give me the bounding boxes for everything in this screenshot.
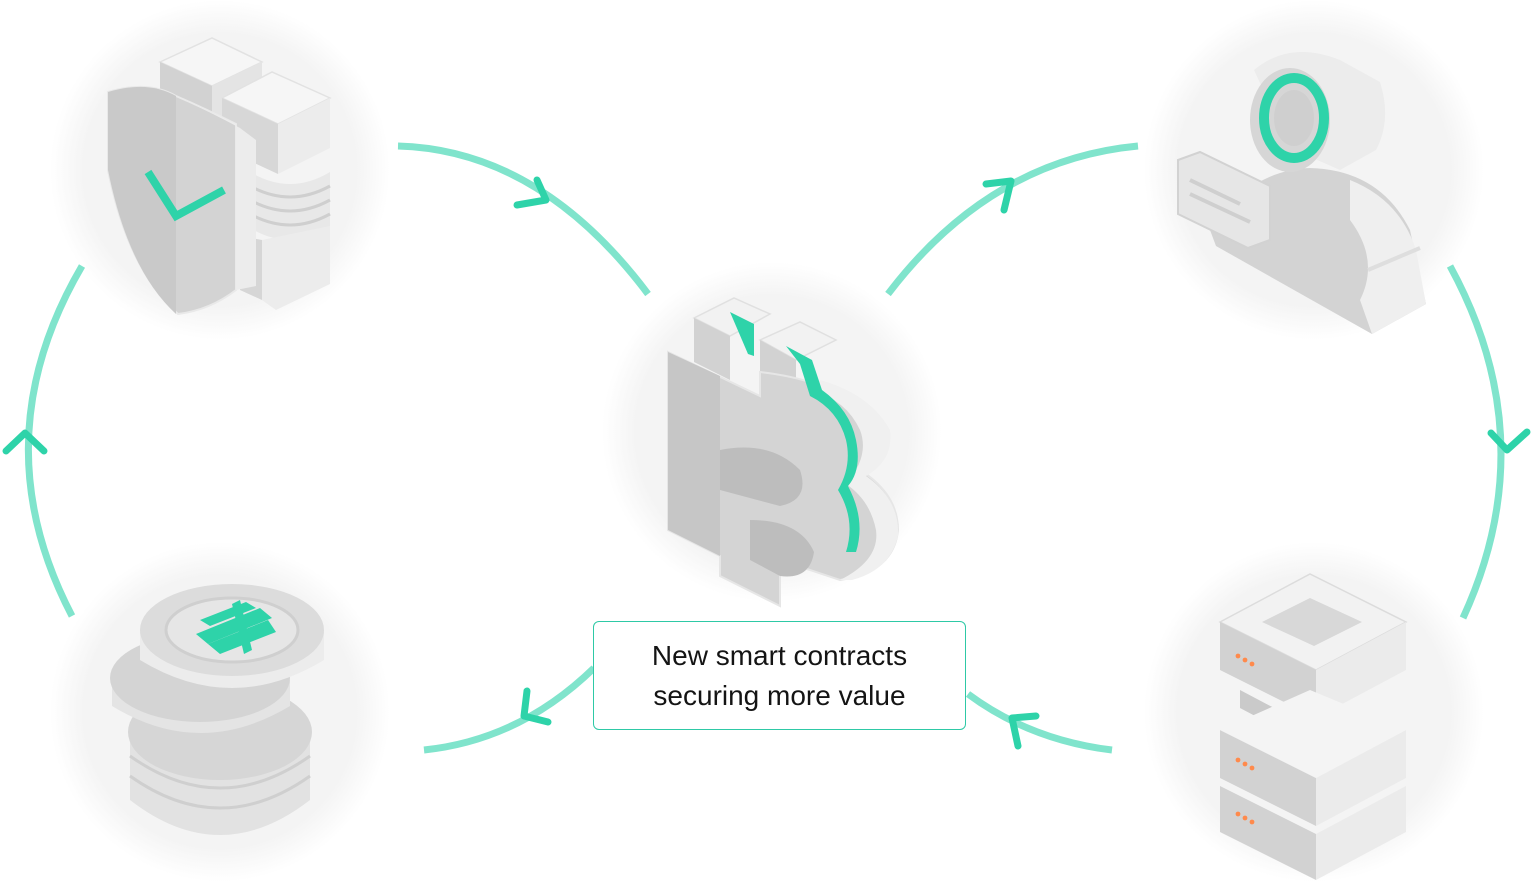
caption-line-1: New smart contracts — [651, 639, 908, 671]
arrowhead-bitcoin-to-user-icon — [982, 177, 1015, 214]
arrowhead-caption-to-coins-icon — [520, 687, 552, 726]
arc-user-to-servers — [1446, 264, 1505, 620]
arrowhead-servers-to-caption-icon — [1008, 712, 1040, 750]
coin-stack-icon — [110, 584, 324, 835]
caption-text: New smart contracts securing more value — [652, 636, 907, 716]
arrowhead-security-to-bitcoin-icon — [513, 176, 550, 209]
user-profile-icon — [1177, 52, 1426, 334]
server-stack-icon — [1218, 573, 1408, 880]
shield-check-blocks-icon — [107, 37, 332, 316]
arc-servers-to-caption — [965, 691, 1113, 754]
arrowhead-coins-to-security-icon — [2, 429, 48, 455]
arc-bitcoin-to-user — [885, 142, 1139, 297]
arrowhead-user-to-servers-icon — [1487, 428, 1531, 454]
caption-line-2: securing more value — [653, 679, 906, 711]
arc-security-to-bitcoin — [397, 142, 651, 297]
arc-caption-to-coins — [423, 665, 597, 754]
bitcoin-symbol-icon — [667, 297, 900, 608]
caption-box: New smart contracts securing more value — [593, 621, 966, 730]
